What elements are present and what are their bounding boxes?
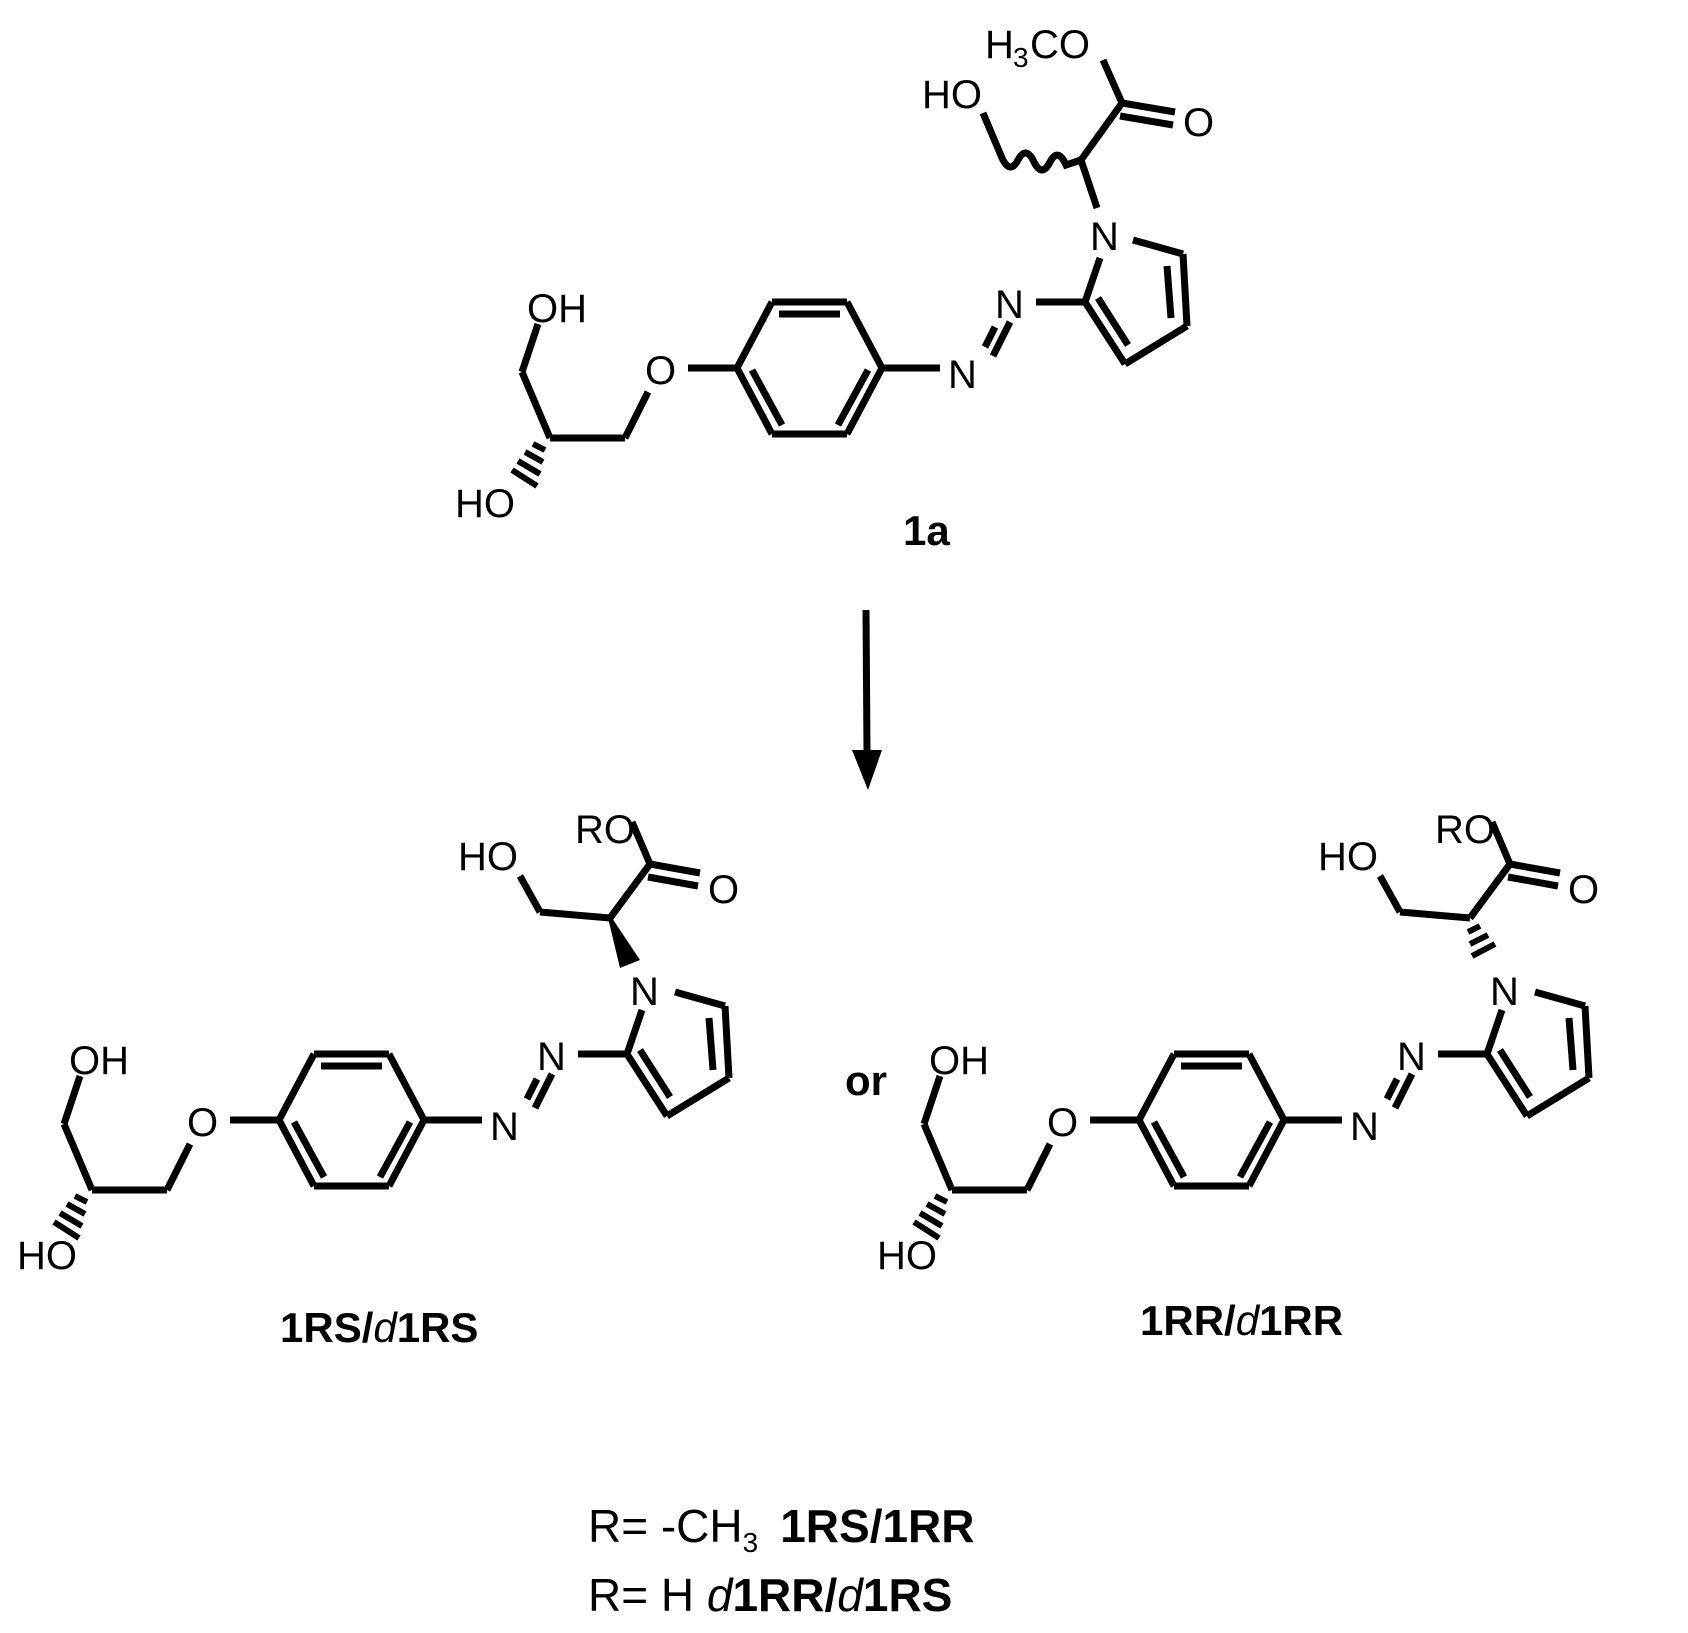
atom-carbonyl-o: O	[1183, 101, 1214, 145]
wedge-bond	[608, 918, 640, 968]
product-1RS: RO HO O N N N	[17, 808, 739, 1278]
legend-line-2: R= H d1RR/d1RS	[588, 1569, 952, 1621]
atom-pyrrole-n: N	[1090, 215, 1119, 259]
atom-azo-n2: N	[1350, 1105, 1379, 1149]
atom-oh-primary: OH	[69, 1039, 129, 1083]
atom-azo-n1: N	[995, 283, 1024, 327]
bond	[1082, 300, 1128, 366]
wavy-bond	[979, 111, 1083, 174]
atom-oh-secondary: HO	[17, 1234, 77, 1278]
atom-carbonyl-o: O	[708, 868, 739, 912]
atom-oh-primary: OH	[929, 1039, 989, 1083]
bond	[1132, 236, 1184, 258]
bond	[1099, 58, 1126, 105]
bond	[1095, 296, 1131, 347]
bond	[1121, 99, 1176, 116]
atom-azo-n1: N	[537, 1035, 566, 1079]
reaction-arrow-down-icon	[852, 609, 882, 790]
bond	[1078, 100, 1125, 163]
bond	[1119, 112, 1174, 129]
bond	[748, 368, 786, 427]
bond	[1077, 158, 1101, 210]
atom-oh-secondary: HO	[455, 482, 515, 526]
atom-pyrrole-n: N	[1490, 970, 1519, 1014]
atom-ro: RO	[1435, 808, 1495, 852]
bond	[1179, 253, 1191, 327]
atom-ether-o: O	[645, 349, 676, 393]
hashed-bond	[510, 441, 547, 489]
bond	[621, 390, 652, 440]
atom-azo-n1: N	[1397, 1035, 1426, 1079]
hashed-bond	[912, 1193, 949, 1241]
atom-ether-o: O	[187, 1101, 218, 1145]
bond	[518, 322, 542, 374]
bond	[989, 320, 1014, 358]
atom-ho-top: HO	[1318, 835, 1378, 879]
product-1RR: RO HO O N N N	[877, 808, 1599, 1278]
atom-ether-o: O	[1047, 1101, 1078, 1145]
compound-label-1RS: 1RS/d1RS	[280, 1304, 478, 1351]
atom-ro: RO	[575, 808, 635, 852]
bond	[1163, 265, 1175, 319]
bond	[1081, 256, 1104, 304]
bond	[843, 300, 886, 370]
bond	[518, 370, 554, 440]
atom-oh-secondary: HO	[877, 1234, 937, 1278]
reactant-1a: H 3 CO HO O N N N	[455, 23, 1214, 554]
atom-oh-primary: OH	[527, 287, 587, 331]
bond	[981, 325, 999, 349]
atom-carbonyl-o: O	[1568, 868, 1599, 912]
compound-label-1RR: 1RR/d1RR	[1140, 1297, 1343, 1344]
bond	[733, 366, 776, 436]
atom-ho-top: HO	[922, 73, 982, 117]
bond	[1123, 323, 1189, 367]
hashed-bond	[1466, 923, 1497, 959]
atom-azo-n2: N	[948, 353, 977, 397]
atom-ho-top: HO	[458, 835, 518, 879]
or-connector: or	[845, 1057, 887, 1104]
atom-subscript-3: 3	[1013, 42, 1029, 73]
atom-co: CO	[1030, 23, 1090, 67]
atom-h: H	[985, 23, 1014, 67]
bond	[733, 300, 776, 370]
atom-pyrrole-n: N	[630, 970, 659, 1014]
atom-azo-n2: N	[490, 1105, 519, 1149]
bond	[834, 368, 872, 427]
bond	[843, 366, 886, 436]
compound-label-1a: 1a	[903, 507, 950, 554]
hashed-bond	[52, 1193, 89, 1241]
